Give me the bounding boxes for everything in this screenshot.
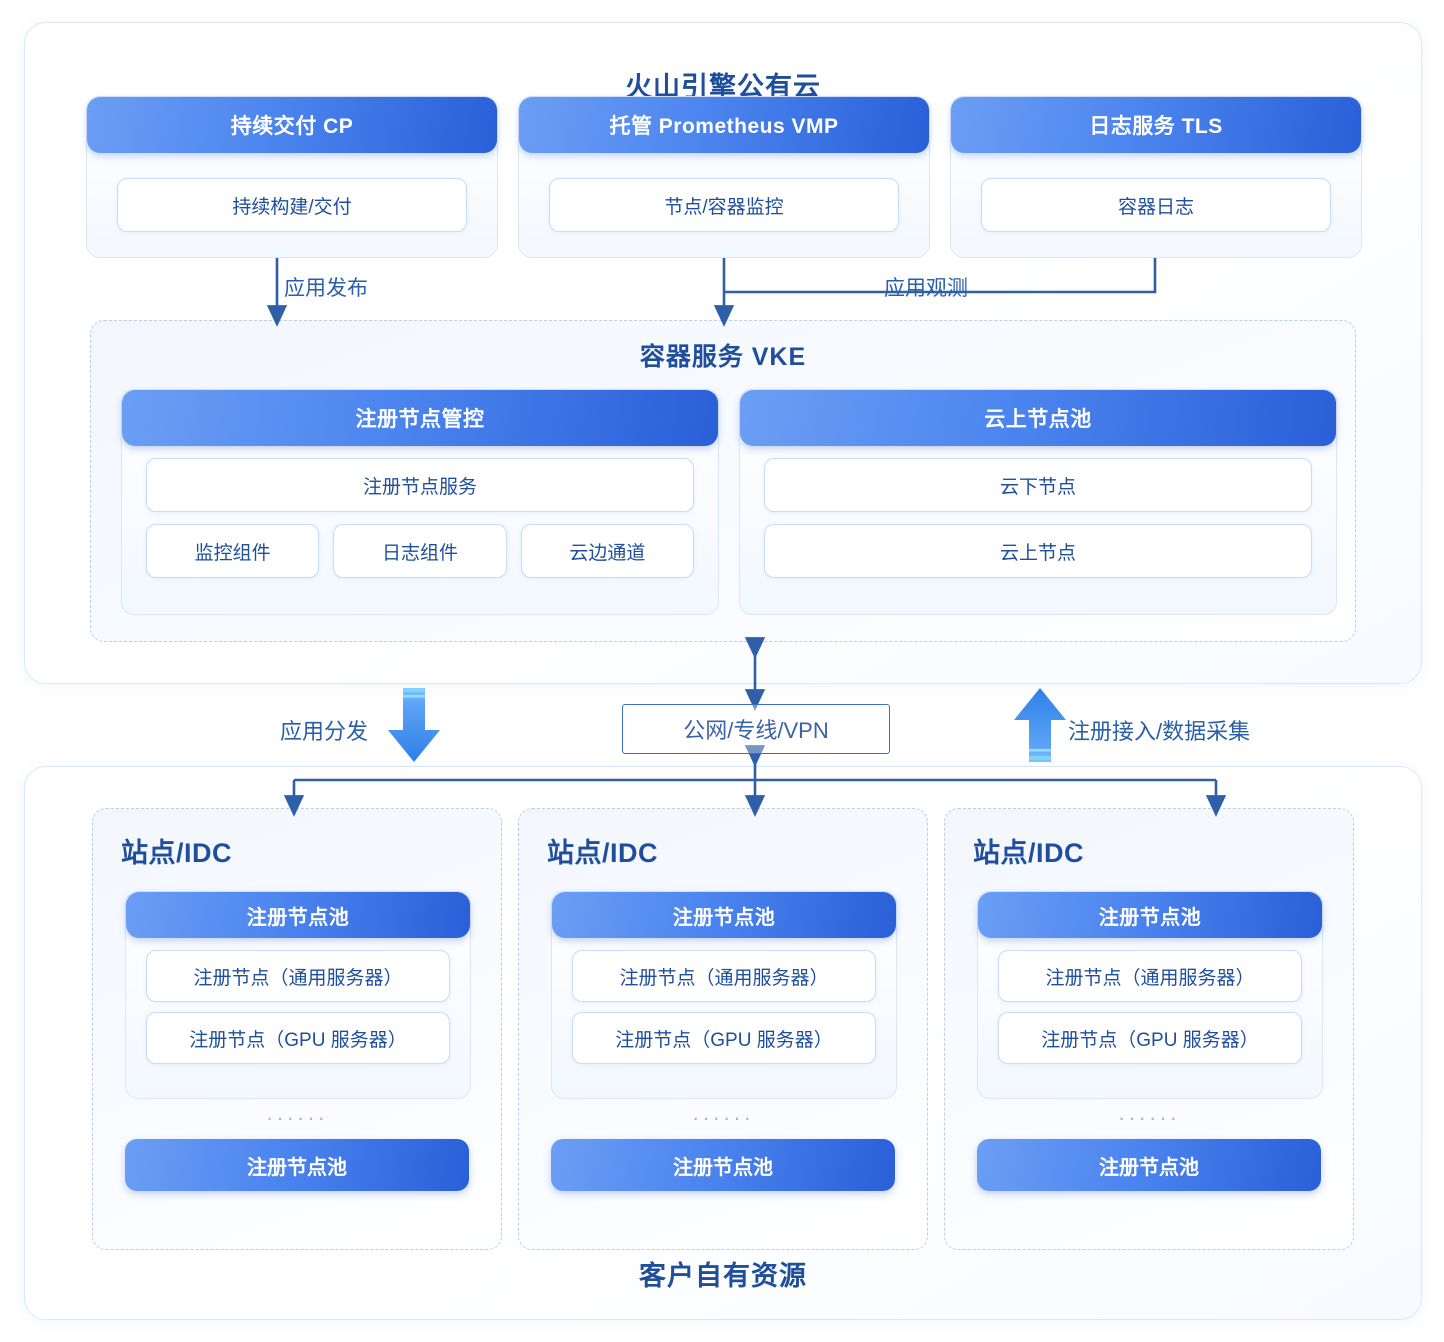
site-idc-1-ellipsis: ······ xyxy=(266,1105,328,1130)
vke-card-cloud-node-pool[interactable]: 云上节点池 云下节点 云上节点 xyxy=(739,389,1337,615)
register-ingest-arrow-icon xyxy=(1014,688,1066,762)
service-cp-body: 持续构建/交付 xyxy=(87,153,497,257)
vke-row-service: 注册节点服务 xyxy=(146,458,694,512)
site-idc-1-node-pool[interactable]: 注册节点池 注册节点（通用服务器） 注册节点（GPU 服务器） xyxy=(125,891,471,1099)
vke-cloud-node-pool-body: 云下节点 云上节点 xyxy=(740,446,1336,614)
site-idc-3-pool-header: 注册节点池 xyxy=(978,892,1322,938)
vke-registered-control-header: 注册节点管控 xyxy=(122,390,718,446)
site-idc-2-ellipsis: ······ xyxy=(692,1105,754,1130)
site-idc-3-node-general[interactable]: 注册节点（通用服务器） xyxy=(998,950,1302,1002)
site-idc-3-ellipsis: ······ xyxy=(1118,1105,1180,1130)
network-channel-box[interactable]: 公网/专线/VPN xyxy=(622,704,890,754)
site-idc-2-node-pool[interactable]: 注册节点池 注册节点（通用服务器） 注册节点（GPU 服务器） xyxy=(551,891,897,1099)
service-card-tls[interactable]: 日志服务 TLS 容器日志 xyxy=(950,96,1362,258)
site-idc-1-pool-header-2[interactable]: 注册节点池 xyxy=(125,1139,469,1191)
site-idc-3: 站点/IDC 注册节点池 注册节点（通用服务器） 注册节点（GPU 服务器） ·… xyxy=(944,808,1354,1250)
app-distribute-arrow-icon xyxy=(388,688,440,762)
site-idc-2-pool-header-2[interactable]: 注册节点池 xyxy=(551,1139,895,1191)
site-idc-3-pool-body: 注册节点（通用服务器） 注册节点（GPU 服务器） xyxy=(978,938,1322,1098)
site-idc-2-node-gpu[interactable]: 注册节点（GPU 服务器） xyxy=(572,1012,876,1064)
site-idc-3-title: 站点/IDC xyxy=(973,838,1084,868)
site-idc-1-node-gpu[interactable]: 注册节点（GPU 服务器） xyxy=(146,1012,450,1064)
label-application-observe: 应用观测 xyxy=(884,277,968,300)
vke-title: 容器服务 VKE xyxy=(639,343,807,371)
vke-node-offcloud[interactable]: 云下节点 xyxy=(764,458,1312,512)
site-idc-3-node-pool[interactable]: 注册节点池 注册节点（通用服务器） 注册节点（GPU 服务器） xyxy=(977,891,1323,1099)
vke-row-offcloud-node: 云下节点 xyxy=(764,458,1312,512)
site-idc-1-pool-header: 注册节点池 xyxy=(126,892,470,938)
site-idc-1-title: 站点/IDC xyxy=(121,838,232,868)
vke-card-registered-node-control[interactable]: 注册节点管控 注册节点服务 监控组件 日志组件 云边通道 xyxy=(121,389,719,615)
service-tls-body: 容器日志 xyxy=(951,153,1361,257)
site-idc-2: 站点/IDC 注册节点池 注册节点（通用服务器） 注册节点（GPU 服务器） ·… xyxy=(518,808,928,1250)
label-register-ingest: 注册接入/数据采集 xyxy=(1068,719,1251,744)
service-cp-item[interactable]: 持续构建/交付 xyxy=(117,178,467,232)
site-idc-2-pool-body: 注册节点（通用服务器） 注册节点（GPU 服务器） xyxy=(552,938,896,1098)
service-card-cp[interactable]: 持续交付 CP 持续构建/交付 xyxy=(86,96,498,258)
vke-component-cloud-edge-tunnel[interactable]: 云边通道 xyxy=(520,524,694,578)
service-card-vmp[interactable]: 托管 Prometheus VMP 节点/容器监控 xyxy=(518,96,930,258)
vke-registered-node-service[interactable]: 注册节点服务 xyxy=(146,458,694,512)
customer-resources-title: 客户自有资源 xyxy=(639,1261,807,1291)
site-idc-2-node-general[interactable]: 注册节点（通用服务器） xyxy=(572,950,876,1002)
label-application-publish: 应用发布 xyxy=(284,277,368,300)
service-tls-header: 日志服务 TLS xyxy=(951,97,1361,153)
service-tls-item[interactable]: 容器日志 xyxy=(981,178,1331,232)
label-application-distribute: 应用分发 xyxy=(280,719,369,744)
site-idc-1-pool-body: 注册节点（通用服务器） 注册节点（GPU 服务器） xyxy=(126,938,470,1098)
site-idc-3-node-gpu[interactable]: 注册节点（GPU 服务器） xyxy=(998,1012,1302,1064)
service-vmp-item[interactable]: 节点/容器监控 xyxy=(549,178,899,232)
vke-node-oncloud[interactable]: 云上节点 xyxy=(764,524,1312,578)
vke-region: 容器服务 VKE 注册节点管控 注册节点服务 监控组件 日志组件 云边通道 云上… xyxy=(90,320,1356,642)
site-idc-1-node-general[interactable]: 注册节点（通用服务器） xyxy=(146,950,450,1002)
service-vmp-header: 托管 Prometheus VMP xyxy=(519,97,929,153)
vke-component-logging[interactable]: 日志组件 xyxy=(333,524,507,578)
site-idc-2-pool-header: 注册节点池 xyxy=(552,892,896,938)
site-idc-2-title: 站点/IDC xyxy=(547,838,658,868)
site-idc-3-pool-header-2[interactable]: 注册节点池 xyxy=(977,1139,1321,1191)
vke-cloud-node-pool-header: 云上节点池 xyxy=(740,390,1336,446)
vke-row-components: 监控组件 日志组件 云边通道 xyxy=(146,524,694,578)
vke-registered-control-body: 注册节点服务 监控组件 日志组件 云边通道 xyxy=(122,446,718,614)
vke-component-monitor[interactable]: 监控组件 xyxy=(146,524,320,578)
site-idc-1: 站点/IDC 注册节点池 注册节点（通用服务器） 注册节点（GPU 服务器） ·… xyxy=(92,808,502,1250)
vke-row-oncloud-node: 云上节点 xyxy=(764,524,1312,578)
service-cp-header: 持续交付 CP xyxy=(87,97,497,153)
service-vmp-body: 节点/容器监控 xyxy=(519,153,929,257)
